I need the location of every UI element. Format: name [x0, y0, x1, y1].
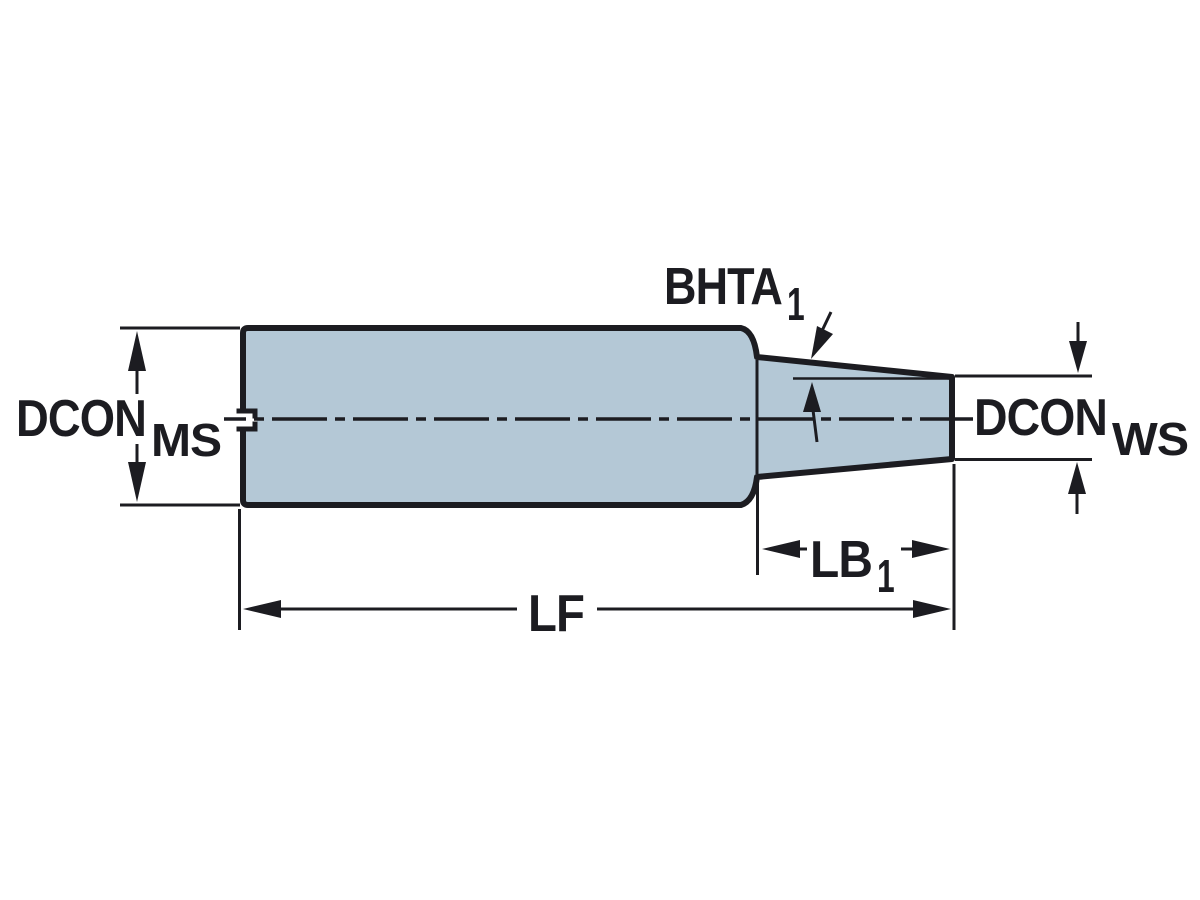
arrow-right-icon [913, 600, 951, 618]
lb1-subscript: 1 [877, 550, 894, 602]
arrow-left-icon [762, 540, 800, 558]
tool-body [243, 328, 952, 505]
arrow-up-icon [803, 382, 821, 412]
lf-label: LF [528, 585, 584, 643]
arrow-up-icon [128, 331, 146, 371]
face-slot-lower-lip [236, 421, 258, 432]
dimension-bhta1: BHTA 1 [664, 258, 951, 443]
arrow-down-left-icon [811, 326, 833, 359]
bhta1-lower-arrow-shaft [811, 409, 819, 443]
tool-body-group [224, 325, 973, 508]
arrow-left-icon [243, 600, 281, 618]
dimension-dcon-ws: DCON WS [955, 322, 1189, 514]
dcon-ms-subscript: MS [151, 414, 221, 466]
bhta1-subscript: 1 [787, 278, 804, 330]
face-slot-upper-lip [236, 408, 258, 419]
dimension-lf: LF [238, 509, 951, 643]
arrow-up-icon [1068, 462, 1086, 494]
arrow-down-icon [128, 462, 146, 502]
bhta1-label: BHTA [664, 258, 782, 316]
dcon-ws-subscript: WS [1112, 413, 1188, 465]
arrow-down-icon [1069, 341, 1087, 373]
lb1-label: LB [810, 531, 872, 589]
arrow-right-icon [912, 540, 950, 558]
dcon-ms-label: DCON [16, 390, 146, 448]
dcon-ws-label: DCON [974, 389, 1107, 447]
dimension-dcon-ms: DCON MS [16, 326, 240, 507]
dimension-lb1: LB 1 [756, 464, 956, 630]
